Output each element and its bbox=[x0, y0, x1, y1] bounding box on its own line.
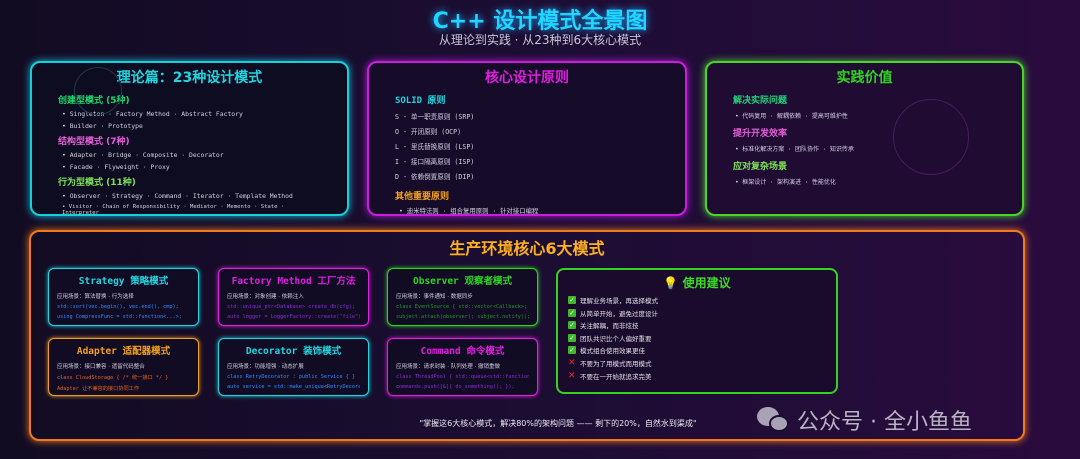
practice-group-title: 提升开发效率 bbox=[733, 129, 788, 139]
other-principles-title: 其他重要原则 bbox=[395, 192, 450, 202]
principles-panel: 核心设计原则 SOLID 原则 S - 单一职责原则 (SRP) O - 开闭原则… bbox=[367, 61, 687, 216]
pattern-code: auto service = std::make_unique<RetryDec… bbox=[227, 384, 360, 390]
tip-text: 不要为了用模式而用模式 bbox=[580, 359, 652, 368]
pattern-list: • Singleton · Factory Method · Abstract … bbox=[62, 110, 243, 118]
pattern-usage: 应用场景：接口兼容 · 遗留代码整合 bbox=[57, 364, 145, 370]
tip-item: ✕ 不要为了用模式而用模式 bbox=[568, 358, 826, 368]
tip-item: ✓ 理解业务场景，再选择模式 bbox=[568, 295, 826, 305]
pattern-card-title: Factory Method 工厂方法 bbox=[231, 276, 356, 287]
practice-panel: 实践价值 解决实际问题 • 代码复用 · 解耦依赖 · 提高可维护性提升开发效率 •… bbox=[705, 61, 1024, 216]
quote: "掌握这6大核心模式，解决80%的架构问题 —— 剩下的20%，自然水到渠成" bbox=[419, 419, 697, 428]
production-title: 生产环境核心6大模式 bbox=[449, 239, 605, 258]
pattern-code: commands.push([&]{ do_something(); }); bbox=[396, 384, 515, 390]
practice-group-title: 应对复杂场景 bbox=[733, 162, 788, 172]
decor-circle bbox=[74, 67, 122, 115]
practice-title: 实践价值 bbox=[836, 70, 893, 86]
pattern-card: Command 命令模式应用场景：请求封装 · 队列处理 · 撤销重做 class… bbox=[387, 338, 538, 396]
tip-item: ✕ 不要在一开始就追求完美 bbox=[568, 371, 826, 381]
principles-title: 核心设计原则 bbox=[485, 70, 569, 86]
lightbulb-icon: 💡 bbox=[663, 276, 679, 290]
check-icon: ✓ bbox=[568, 346, 576, 355]
pattern-usage: 应用场景：请求封装 · 队列处理 · 撤销重做 bbox=[396, 364, 500, 370]
tip-text: 理解业务场景，再选择模式 bbox=[580, 297, 658, 305]
cross-icon: ✕ bbox=[568, 357, 576, 368]
practice-list: • 框架设计 · 架构演进 · 性能优化 bbox=[735, 179, 836, 186]
pattern-card: Observer 观察者模式应用场景：事件通知 · 数据同步 class Even… bbox=[387, 268, 538, 326]
pattern-code: std::unique_ptr<Database> create_db(cfg)… bbox=[227, 304, 356, 310]
pattern-usage: 应用场景：功能增强 · 动态扩展 bbox=[227, 364, 304, 370]
tip-item: ✓ 团队共识比个人偏好重要 bbox=[568, 333, 826, 343]
solid-principle: I - 接口隔离原则 (ISP) bbox=[395, 158, 475, 166]
tip-text: 关注解耦，而非炫技 bbox=[580, 322, 639, 331]
tips-card: 💡 使用建议 ✓ 理解业务场景，再选择模式 ✓ 从简单开始，避免过度设计 ✓ 关注解耦，而… bbox=[556, 268, 838, 394]
pattern-usage: 应用场景：事件通知 · 数据同步 bbox=[396, 294, 473, 300]
production-panel: 生产环境核心6大模式 Strategy 策略模式应用场景：算法替换 · 行为选择… bbox=[29, 230, 1025, 441]
watermark-text: 公众号 · 全小鱼鱼 bbox=[797, 410, 972, 435]
cross-icon: ✕ bbox=[568, 370, 576, 381]
pattern-list: • Visitor · Chain of Responsibility · Me… bbox=[62, 204, 285, 216]
pattern-card-title: Command 命令模式 bbox=[420, 346, 505, 357]
theory-panel: 理论篇：23种设计模式 创建型模式 (5种)• Singleton · Fact… bbox=[30, 61, 349, 216]
check-icon: ✓ bbox=[568, 333, 576, 342]
pattern-code: class ThreadPool { std::queue<std::funct… bbox=[396, 374, 529, 380]
other-principles: • 迪米特法则 · 组合复用原则 · 针对接口编程 bbox=[399, 207, 539, 215]
tip-text: 从简单开始，避免过度设计 bbox=[580, 309, 658, 318]
practice-list: • 标准化解决方案 · 团队协作 · 知识传承 bbox=[735, 146, 854, 153]
solid-principle: L - 里氏替换原则 (LSP) bbox=[395, 143, 475, 151]
pattern-card: Adapter 适配器模式应用场景：接口兼容 · 遗留代码整合 class Clo… bbox=[48, 338, 199, 396]
pattern-list: • Facade · Flyweight · Proxy bbox=[62, 163, 170, 171]
pattern-code: class RetryDecorator : public Service { … bbox=[227, 374, 356, 380]
pattern-group-title: 结构型模式 (7种) bbox=[58, 137, 130, 147]
pattern-card-title: Strategy 策略模式 bbox=[78, 276, 169, 287]
tip-item: ✓ 从简单开始，避免过度设计 bbox=[568, 308, 826, 318]
pattern-list: • Adapter · Bridge · Composite · Decorat… bbox=[62, 151, 224, 159]
pattern-usage: 应用场景：对象创建 · 依赖注入 bbox=[227, 294, 304, 300]
tip-item: ✓ 关注解耦，而非炫技 bbox=[568, 320, 826, 330]
page-title: C++ 设计模式全景图 bbox=[432, 9, 648, 34]
tip-text: 不要在一开始就追求完美 bbox=[580, 372, 652, 381]
pattern-code: auto logger = LoggerFactory::create("fil… bbox=[227, 314, 360, 320]
check-icon: ✓ bbox=[568, 308, 576, 317]
pattern-code: Adapter 让不兼容的接口协同工作 bbox=[57, 386, 140, 392]
pattern-card-title: Observer 观察者模式 bbox=[413, 276, 512, 287]
solid-principle: S - 单一职责原则 (SRP) bbox=[395, 113, 475, 121]
pattern-code: std::sort(vec.begin(), vec.end(), cmp); bbox=[57, 304, 179, 310]
tip-item: ✓ 模式组合使用效果更佳 bbox=[568, 345, 826, 355]
pattern-group-title: 行为型模式 (11种) bbox=[58, 178, 136, 188]
watermark: 公众号 · 全小鱼鱼 bbox=[757, 404, 972, 436]
solid-principle: O - 开闭原则 (OCP) bbox=[395, 128, 462, 136]
theory-title: 理论篇：23种设计模式 bbox=[116, 70, 263, 86]
pattern-list: • Observer · Strategy · Command · Iterat… bbox=[62, 192, 293, 200]
pattern-code: using CompressFunc = std::function<...>; bbox=[57, 314, 182, 320]
tips-title: 使用建议 bbox=[682, 276, 731, 290]
pattern-card: Decorator 装饰模式应用场景：功能增强 · 动态扩展 class Retr… bbox=[218, 338, 369, 396]
page-subtitle: 从理论到实践 · 从23种到6大核心模式 bbox=[438, 33, 642, 47]
wechat-icon bbox=[757, 407, 791, 433]
pattern-card-title: Adapter 适配器模式 bbox=[76, 346, 171, 357]
pattern-usage: 应用场景：算法替换 · 行为选择 bbox=[57, 294, 134, 300]
pattern-code: subject.attach(observer); subject.notify… bbox=[396, 314, 529, 320]
pattern-code: class CloudStorage { /* 统一接口 */ } bbox=[57, 375, 169, 381]
pattern-card-title: Decorator 装饰模式 bbox=[245, 346, 342, 357]
tip-text: 模式组合使用效果更佳 bbox=[580, 347, 645, 356]
practice-group-title: 解决实际问题 bbox=[733, 96, 788, 106]
decor-circle bbox=[893, 99, 969, 175]
tip-text: 团队共识比个人偏好重要 bbox=[580, 334, 652, 343]
pattern-code: class EventSource { std::vector<Callback… bbox=[396, 304, 529, 310]
practice-list: • 代码复用 · 解耦依赖 · 提高可维护性 bbox=[735, 113, 848, 120]
solid-principle: D - 依赖倒置原则 (DIP) bbox=[395, 173, 475, 181]
pattern-list: • Builder · Prototype bbox=[62, 122, 143, 130]
check-icon: ✓ bbox=[568, 321, 576, 330]
solid-title: SOLID 原则 bbox=[395, 96, 446, 106]
check-icon: ✓ bbox=[568, 296, 576, 304]
